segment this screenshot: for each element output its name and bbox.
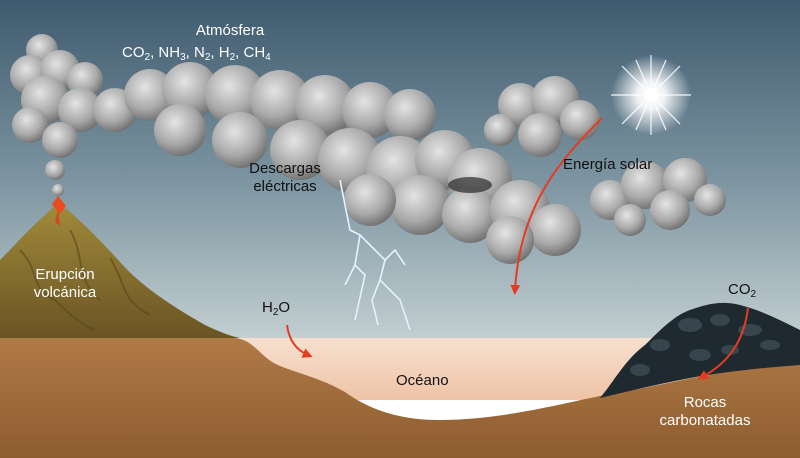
- gas-subscript: 2: [144, 52, 151, 63]
- rocks-label-line2: carbonatadas: [659, 412, 751, 429]
- volcano: [0, 196, 240, 338]
- water-suffix: O: [278, 299, 291, 316]
- sun-icon: [611, 55, 691, 135]
- co2-subscript: 2: [750, 289, 757, 300]
- lightning-label: Descargas eléctricas: [230, 160, 340, 196]
- water-subscript: 2: [272, 307, 279, 318]
- gas-subscript: 2: [204, 52, 211, 63]
- gas-separator: ,: [150, 44, 159, 61]
- volcano-label-line1: Erupción: [35, 266, 95, 283]
- volcano-label: Erupción volcánica: [10, 266, 120, 302]
- volcano-label-line2: volcánica: [33, 284, 97, 301]
- gas-symbol: CO: [122, 44, 145, 61]
- lightning-label-line1: Descargas: [249, 160, 321, 177]
- gas-symbol: N: [193, 44, 205, 61]
- lightning-icon: [339, 179, 411, 331]
- gas-subscript: 2: [229, 52, 236, 63]
- cloud-sun: [484, 76, 600, 157]
- atmosphere-title: Atmósfera: [195, 22, 265, 39]
- solar-energy-arrow: [510, 117, 603, 295]
- ocean-label: Océano: [396, 372, 449, 389]
- volcanic-plume: [10, 34, 103, 196]
- co2-arrow: [697, 307, 749, 380]
- cloud-right: [590, 158, 726, 236]
- water-arrow: [286, 324, 313, 358]
- storm-core: [448, 177, 492, 193]
- rocks-label: Rocas carbonatadas: [650, 394, 760, 430]
- solar-energy-label: Energía solar: [563, 156, 653, 173]
- water-label: H2O: [262, 299, 291, 318]
- water-symbol: H: [262, 299, 273, 316]
- gas-separator: ,: [210, 44, 219, 61]
- co2-symbol: CO: [728, 281, 751, 298]
- ground: [0, 338, 800, 458]
- co2-label: CO2: [728, 281, 757, 300]
- gas-symbol: CH: [243, 44, 266, 61]
- cloud-main: [93, 62, 581, 264]
- gas-symbol: NH: [158, 44, 181, 61]
- lightning-label-line2: eléctricas: [253, 178, 317, 195]
- gas-separator: ,: [185, 44, 194, 61]
- gas-subscript: 4: [265, 52, 271, 63]
- gas-subscript: 3: [180, 52, 186, 63]
- gas-symbol: H: [218, 44, 230, 61]
- rocks-label-line1: Rocas: [683, 394, 727, 411]
- gas-separator: ,: [235, 44, 244, 61]
- atmosphere-gases: CO2, NH3, N2, H2, CH4: [122, 44, 271, 63]
